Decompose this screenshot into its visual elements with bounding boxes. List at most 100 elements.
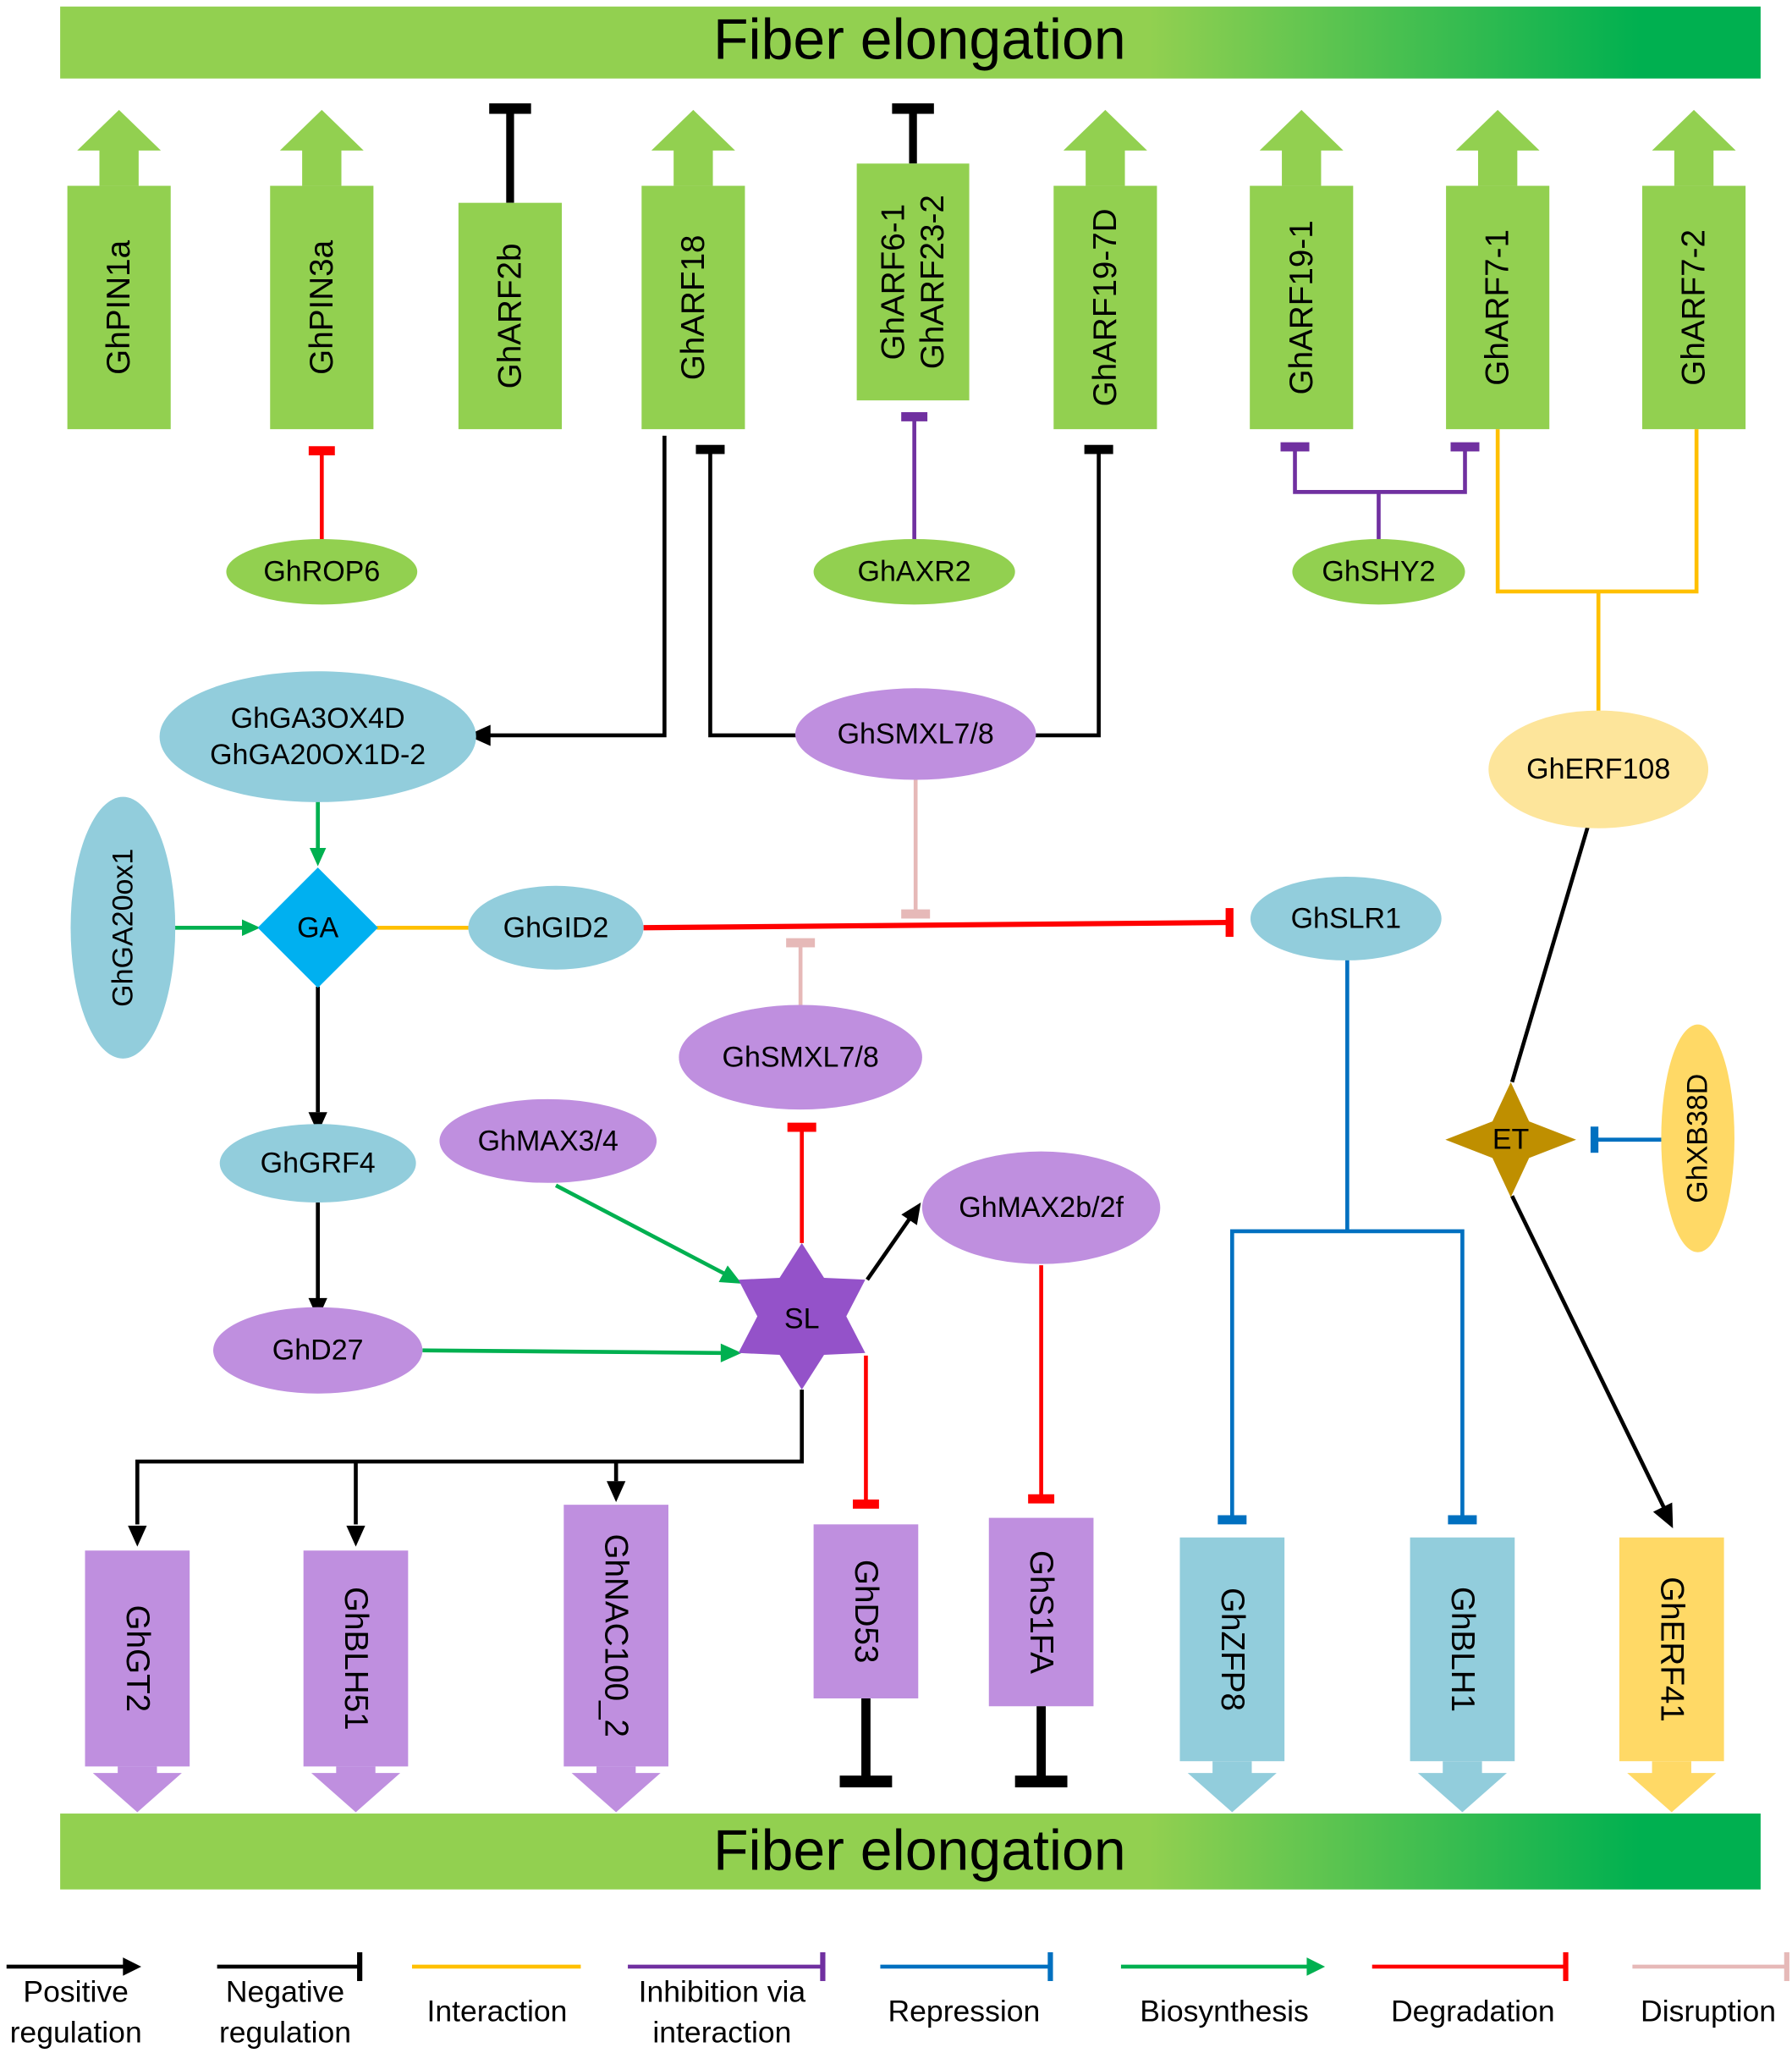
gene-label: GhPIN1a xyxy=(101,239,137,374)
node-ghmax34[interactable]: GhMAX3/4 xyxy=(439,1098,657,1183)
inhibition-bar-icon xyxy=(695,444,725,454)
node-ghmax2b2f[interactable]: GhMAX2b/2f xyxy=(921,1151,1161,1264)
inhibition-bar-icon xyxy=(787,1122,816,1132)
inhibition-bar-icon xyxy=(1280,442,1310,452)
node-gherf108[interactable]: GhERF108 xyxy=(1488,710,1709,828)
gene-box xyxy=(67,185,171,430)
edge-ghmax34-sl xyxy=(554,1183,728,1277)
legend-item-repression: Repression xyxy=(880,1951,1053,2028)
node-label: SL xyxy=(784,1303,820,1335)
node-ghga20ox1[interactable]: GhGA20ox1 xyxy=(70,796,176,1059)
bottom-banner-label: Fiber elongation xyxy=(713,1819,1126,1883)
legend-label: Degradation xyxy=(1391,1995,1555,2028)
gene-label: GhERF41 xyxy=(1653,1577,1690,1722)
node-label: GhGA20ox1 xyxy=(107,849,139,1007)
legend-label: Interaction xyxy=(426,1995,567,2028)
up-arrow-icon xyxy=(77,109,162,186)
inhibition-bar-icon xyxy=(1590,1126,1599,1153)
node-shape xyxy=(468,885,644,970)
top-gene-ghpin3a[interactable]: GhPIN3a xyxy=(270,109,374,430)
inhibition-bar-icon xyxy=(892,103,934,114)
node-sl[interactable]: SL xyxy=(738,1242,866,1390)
down-arrow-icon xyxy=(1417,1761,1507,1813)
node-shape xyxy=(1250,876,1442,960)
legend: PositiveregulationNegativeregulationInte… xyxy=(6,1951,1789,2049)
gene-label: GhNAC100_2 xyxy=(598,1533,635,1737)
inhibition-bar-icon xyxy=(820,1951,826,1981)
inhibition-bar-icon xyxy=(1218,1515,1247,1525)
inhibition-bar-icon xyxy=(901,412,928,421)
gene-label: GhARF23-2 xyxy=(915,195,951,369)
top-gene-gharf7-1[interactable]: GhARF7-1 xyxy=(1446,109,1550,430)
edge-ghsmxl78-gharf19-7d xyxy=(1033,449,1101,738)
arrowhead-icon xyxy=(309,847,327,867)
top-gene-ghpin1a[interactable]: GhPIN1a xyxy=(67,109,171,430)
bottom-gene-ghgt2[interactable]: GhGT2 xyxy=(85,1550,190,1813)
gene-label: GhZFP8 xyxy=(1214,1588,1251,1711)
legend-item-biosynthesis: Biosynthesis xyxy=(1120,1957,1326,2028)
node-ghgrf4[interactable]: GhGRF4 xyxy=(219,1124,416,1203)
node-ghxb38d[interactable]: GhXB38D xyxy=(1661,1024,1734,1252)
node-ghgid2[interactable]: GhGID2 xyxy=(468,885,644,970)
arrowhead-icon xyxy=(718,1265,742,1284)
node-label: GhXB38D xyxy=(1682,1074,1714,1203)
node-ghshy2[interactable]: GhSHY2 xyxy=(1292,539,1465,605)
arrowhead-icon xyxy=(607,1481,626,1503)
arrowhead-icon xyxy=(308,1112,327,1134)
arrowhead-icon xyxy=(1306,1957,1326,1976)
node-shape xyxy=(212,1307,423,1394)
top-gene-gharf19-7d[interactable]: GhARF19-7D xyxy=(1053,109,1157,430)
node-ghslr1[interactable]: GhSLR1 xyxy=(1250,876,1442,960)
top-gene-gharf18[interactable]: GhARF18 xyxy=(641,109,745,430)
gene-box xyxy=(270,185,374,430)
gene-box xyxy=(988,1517,1094,1707)
edge-gharf18-ghga3ox4d xyxy=(486,435,667,738)
gene-label: GhPIN3a xyxy=(304,239,340,374)
node-shape xyxy=(159,671,476,802)
inhibition-bar-icon xyxy=(1225,908,1234,938)
legend-item-interaction: Interaction xyxy=(411,1964,581,2028)
arrowhead-icon xyxy=(242,919,261,937)
arrowhead-icon xyxy=(901,1202,921,1225)
arrowhead-icon xyxy=(720,1343,742,1362)
bottom-genes: GhGT2 GhBLH51 GhNAC100_2 GhD53 GhS1FA GhZFP8 G… xyxy=(85,1505,1724,1813)
bottom-gene-ghd53[interactable]: GhD53 xyxy=(813,1524,919,1788)
bottom-gene-ghs1fa[interactable]: GhS1FA xyxy=(988,1517,1094,1788)
node-ghrop6[interactable]: GhROP6 xyxy=(226,539,418,605)
bottom-gene-ghzfp8[interactable]: GhZFP8 xyxy=(1179,1537,1285,1813)
gene-label: GhBLH51 xyxy=(338,1587,374,1731)
edge-ghslr1-branch xyxy=(1229,1229,1465,1518)
node-label: GhAXR2 xyxy=(858,556,971,588)
node-label: GA xyxy=(297,911,338,944)
node-et[interactable]: ET xyxy=(1445,1082,1576,1197)
node-ga[interactable]: GA xyxy=(257,867,378,988)
node-ghsmxl78-bottom[interactable]: GhSMXL7/8 xyxy=(679,1004,922,1110)
top-gene-gharf19-1[interactable]: GhARF19-1 xyxy=(1250,109,1354,430)
star-shape xyxy=(738,1242,866,1390)
bottom-gene-gherf41[interactable]: GhERF41 xyxy=(1619,1537,1724,1813)
node-ghaxr2[interactable]: GhAXR2 xyxy=(813,539,1015,605)
node-ghsmxl78-top[interactable]: GhSMXL7/8 xyxy=(794,688,1036,780)
inhibition-bar-icon xyxy=(1448,1515,1477,1525)
gene-box xyxy=(1619,1537,1724,1762)
top-gene-gharf7-2[interactable]: GhARF7-2 xyxy=(1641,109,1746,430)
gene-box xyxy=(813,1524,919,1698)
inhibition-bar-icon xyxy=(1784,1951,1789,1981)
inhibition-bar-icon xyxy=(786,938,816,948)
gene-label: GhARF7-1 xyxy=(1480,229,1516,386)
up-arrow-icon xyxy=(651,109,735,186)
bottom-gene-ghblh1[interactable]: GhBLH1 xyxy=(1410,1537,1515,1813)
top-gene-gharf2b[interactable]: GhARF2b xyxy=(458,103,563,430)
node-label: GhROP6 xyxy=(263,556,380,588)
bottom-gene-ghnac100-2[interactable]: GhNAC100_2 xyxy=(563,1505,668,1813)
legend-label: Biosynthesis xyxy=(1140,1995,1309,2028)
node-label: GhERF108 xyxy=(1526,753,1670,785)
legend-label: Negative xyxy=(226,1974,344,2008)
node-ghd27[interactable]: GhD27 xyxy=(212,1307,423,1394)
bottom-gene-ghblh51[interactable]: GhBLH51 xyxy=(303,1550,409,1813)
